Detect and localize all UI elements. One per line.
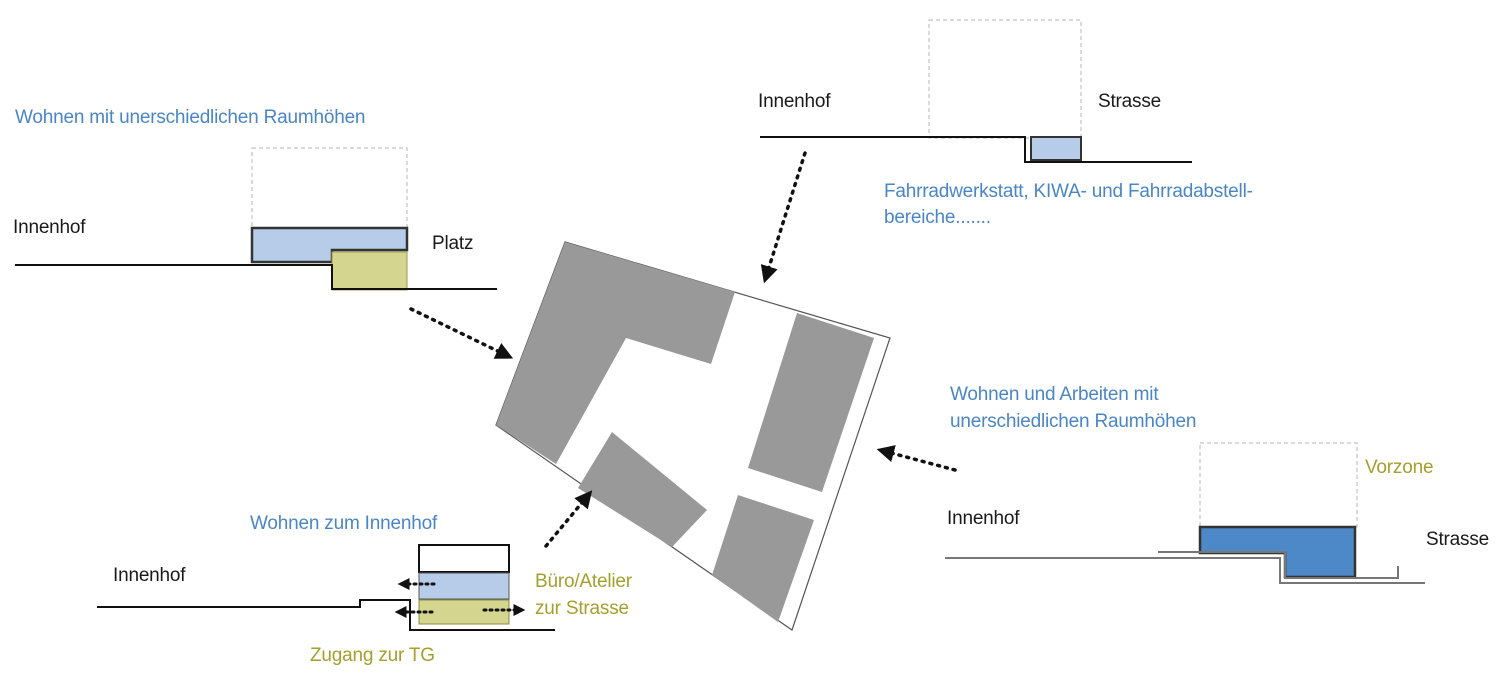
upper-volume-outline [928, 19, 1082, 139]
living-volume [250, 226, 409, 264]
strasse-label: Strasse [1426, 529, 1490, 550]
innenhof-label: Innenhof [758, 91, 831, 112]
office-label-line-2: zur Strasse [535, 598, 629, 619]
ground-line [15, 264, 497, 290]
ground-line [760, 136, 1192, 163]
site-plan [495, 241, 891, 631]
dotted-arrow [760, 151, 807, 284]
office-label-line-1: Büro/Atelier [535, 571, 632, 592]
section-title: Wohnen zum Innenhof [250, 513, 438, 534]
section-bottom-left-graphic [97, 490, 593, 631]
strasse-label: Strasse [1098, 91, 1162, 112]
section-title: Wohnen mit unerschiedlichen Raumhöhen [15, 107, 366, 128]
section-title-line-1: Wohnen und Arbeiten mit [950, 384, 1159, 405]
office-volume [418, 599, 510, 625]
ground-line [945, 557, 1425, 584]
building-right-lower [712, 495, 814, 622]
zone-outline [1199, 442, 1358, 528]
dotted-arrow [409, 307, 514, 359]
section-right-graphic [876, 442, 1425, 584]
upper-volume [418, 544, 510, 573]
caption-line-2: bereiche....... [884, 207, 991, 228]
innenhof-label: Innenhof [113, 565, 186, 586]
living-volume [418, 572, 510, 600]
ground-line [97, 599, 555, 631]
innenhof-label: Innenhof [947, 508, 1020, 529]
vorzone-label: Vorzone [1365, 457, 1434, 478]
section-top-left-graphic [15, 147, 514, 359]
building-right-upper [748, 313, 874, 492]
ground-line-inner [1158, 551, 1399, 579]
innenhof-label: Innenhof [13, 217, 86, 238]
garage-access-label: Zugang zur TG [310, 645, 435, 666]
section-top-right-graphic [760, 19, 1192, 284]
caption-line-1: Fahrradwerkstatt, KIWA- und Fahrradabste… [884, 181, 1253, 202]
building-center-block [578, 432, 707, 547]
platz-label: Platz [432, 233, 474, 254]
upper-volume-outline [251, 147, 408, 229]
building-l-block [496, 242, 735, 464]
dotted-arrow [876, 445, 957, 472]
commerce-volume [331, 251, 408, 291]
section-title-line-2: unerschiedlichen Raumhöhen [950, 411, 1197, 432]
dotted-arrow-to-plan [544, 490, 593, 548]
bike-volume [1030, 136, 1082, 161]
